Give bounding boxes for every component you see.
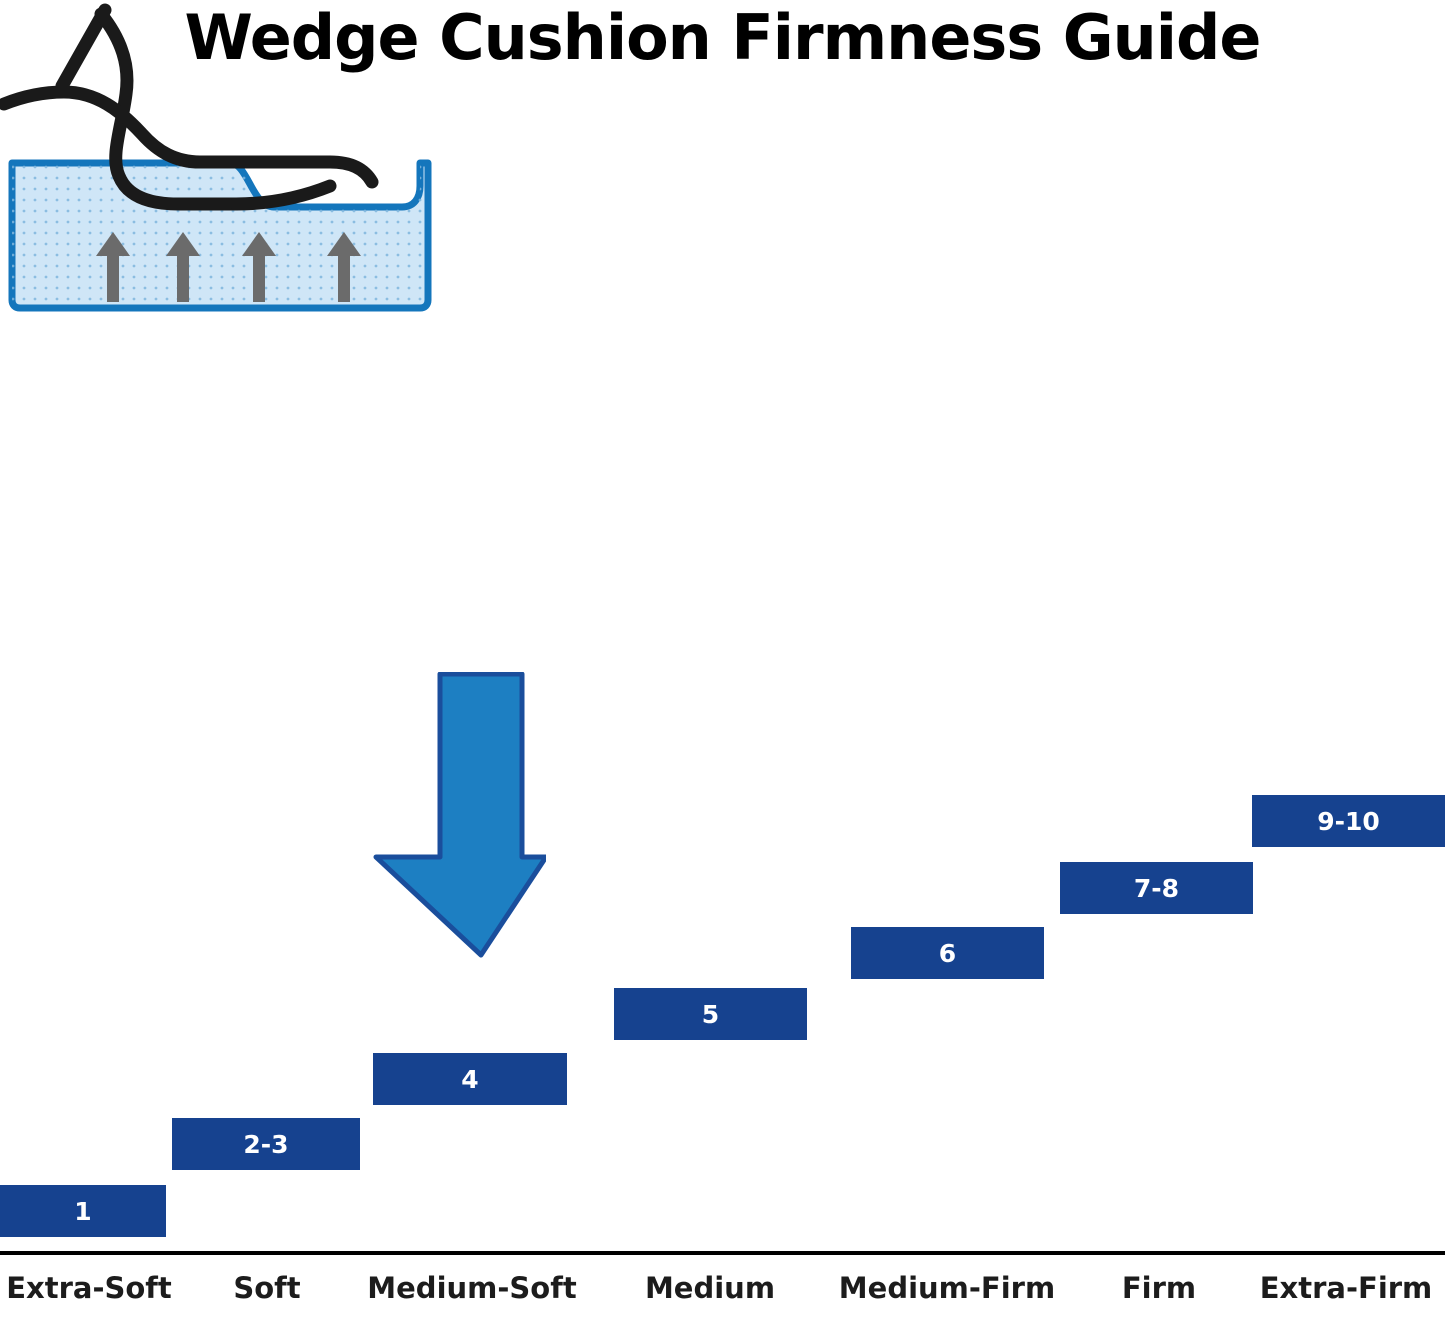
axis-label-firm: Firm [1121, 1271, 1197, 1305]
bar-value-label: 2-3 [243, 1129, 289, 1159]
bar-value-label: 7-8 [1133, 873, 1180, 903]
bar-soft[interactable]: 2-3 [172, 1118, 360, 1170]
bar-value-label: 5 [701, 999, 720, 1029]
bar-medium-soft[interactable]: 4 [373, 1053, 567, 1105]
bar-value-label: 9-10 [1317, 806, 1380, 836]
page-title: Wedge Cushion Firmness Guide [184, 1, 1262, 74]
bar-medium[interactable]: 5 [614, 988, 807, 1040]
cushion-shape [8, 159, 432, 312]
axis-label-medium-firm: Medium-Firm [838, 1271, 1056, 1305]
axis-label-medium-soft: Medium-Soft [367, 1271, 577, 1305]
pressure-arrows-icon [96, 232, 361, 302]
bar-value-label: 4 [461, 1064, 479, 1094]
axis-label-extra-firm: Extra-Firm [1259, 1271, 1433, 1305]
bar-extra-firm[interactable]: 9-10 [1252, 795, 1445, 847]
bar-extra-soft[interactable]: 1 [0, 1185, 166, 1237]
axis-label-extra-soft: Extra-Soft [6, 1271, 172, 1305]
firmness-bar-chart: 1 2-3 4 5 6 7-8 9-10 Extra-Soft Soft Med… [0, 640, 1445, 1327]
axis-label-soft: Soft [233, 1271, 301, 1305]
bar-value-label: 1 [74, 1196, 92, 1226]
bar-value-label: 6 [938, 938, 957, 968]
bar-firm[interactable]: 7-8 [1060, 862, 1253, 914]
bar-medium-firm[interactable]: 6 [851, 927, 1044, 979]
leg-and-foot-icon [0, 3, 379, 211]
selected-firmness-arrow [372, 671, 549, 997]
foot-on-cushion-illustration [0, 0, 440, 330]
x-axis-line [0, 1251, 1445, 1255]
axis-label-medium: Medium [644, 1271, 776, 1305]
